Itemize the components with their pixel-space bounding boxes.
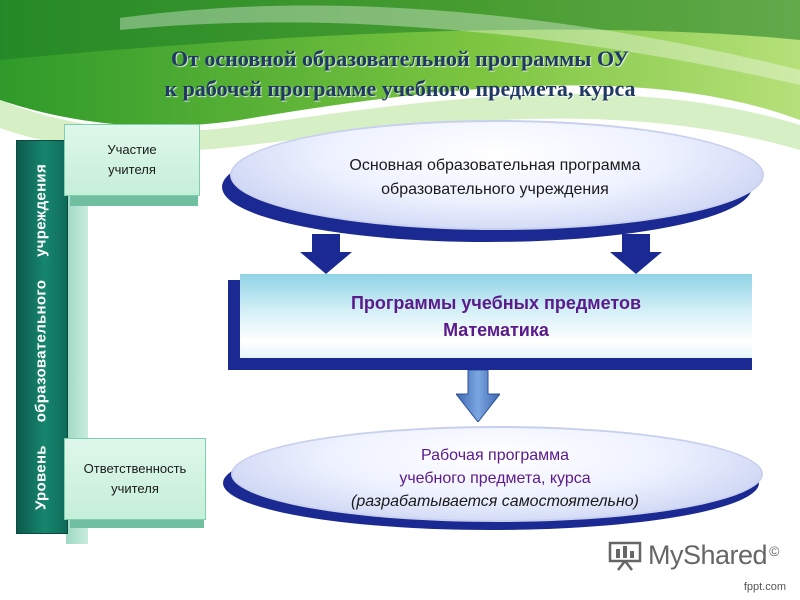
left-bar-word-3: учреждения (32, 163, 50, 257)
side-box-bottom-line-1: Ответственность (83, 461, 187, 476)
top-ellipse-text: Основная образовательная программа образ… (230, 154, 760, 202)
top-ellipse (230, 120, 764, 230)
arrow-down-left-icon (300, 234, 352, 274)
arrow-down-center-icon (456, 370, 500, 422)
footer-site: fppt.com (743, 581, 786, 593)
middle-rect (240, 274, 752, 358)
side-box-bottom-line-2: учителя (111, 481, 159, 496)
left-bar-word-2: образовательного (32, 279, 50, 423)
side-box-teacher-participation: Участие учителя (64, 124, 200, 196)
middle-rect-line-1: Программы учебных предметов (350, 293, 642, 313)
bottom-ellipse-text: Рабочая программа учебного предмета, кур… (231, 444, 759, 513)
title-line-1: От основной образовательной программы ОУ (171, 46, 629, 71)
myshared-watermark: MyShared © (608, 540, 779, 571)
middle-rect-line-2: Математика (443, 320, 549, 340)
watermark-copyright: © (769, 542, 779, 559)
presentation-icon (608, 541, 642, 571)
bottom-ellipse-line-3: (разрабатывается самостоятельно) (351, 493, 639, 510)
middle-rect-text: Программы учебных предметов Математика (240, 290, 752, 344)
top-ellipse-line-2: образовательного учреждения (381, 181, 609, 198)
bottom-ellipse (231, 426, 763, 522)
top-ellipse-line-1: Основная образовательная программа (349, 157, 641, 174)
middle-rect-shadow-left (228, 280, 242, 370)
side-box-top-line-1: Участие (107, 142, 157, 157)
left-bar-label: Уровень образовательного учреждения (33, 164, 50, 510)
watermark-brand: MyShared (648, 540, 768, 570)
title-line-2: к рабочей программе учебного предмета, к… (164, 76, 636, 101)
bottom-ellipse-line-2: учебного предмета, курса (399, 470, 591, 487)
side-box-teacher-responsibility: Ответственность учителя (64, 438, 206, 520)
side-box-top-line-2: учителя (108, 162, 156, 177)
bottom-ellipse-line-1: Рабочая программа (420, 447, 570, 464)
middle-rect-shadow-bottom (228, 358, 752, 370)
slide-title: От основной образовательной программы ОУ… (60, 44, 740, 104)
left-bar-word-1: Уровень (32, 445, 50, 511)
arrow-down-right-icon (610, 234, 662, 274)
left-bar (16, 140, 68, 534)
